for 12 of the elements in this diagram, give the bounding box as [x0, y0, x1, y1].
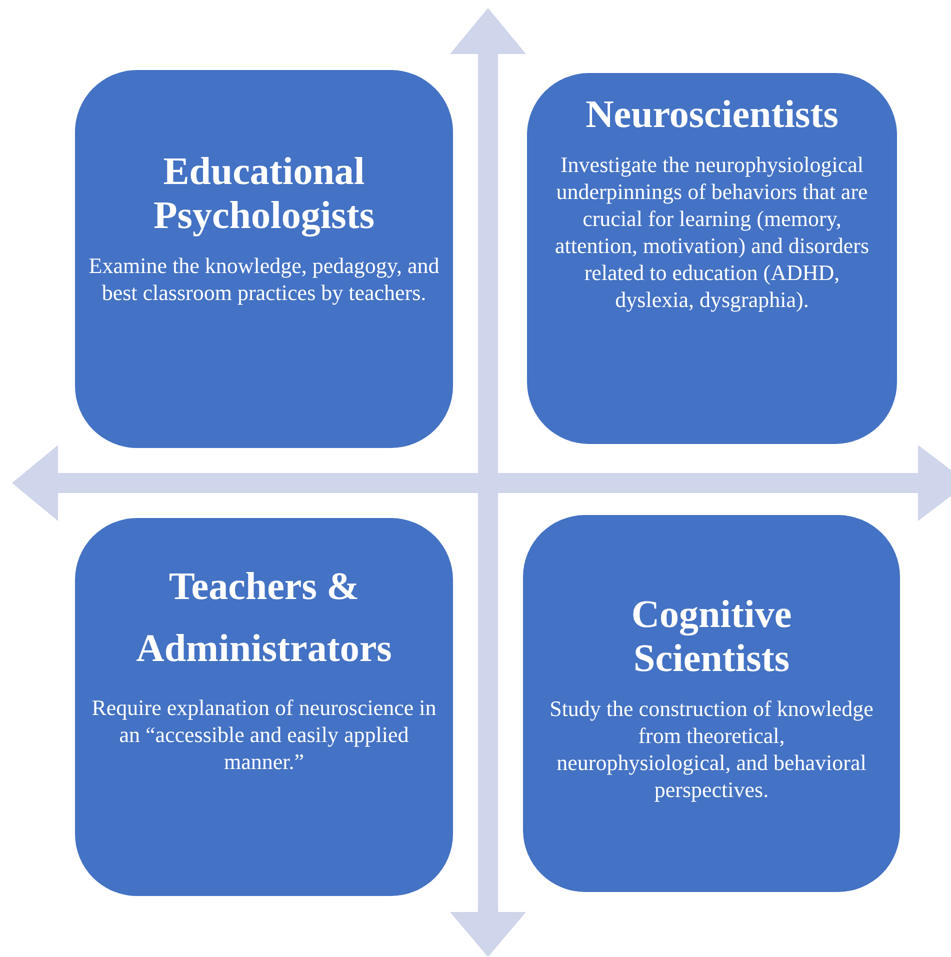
rounded-box [523, 515, 900, 892]
box-description: Investigate the neurophysiological underpinnings of behaviors that are crucial for learning (memory, attention, motivation) and disorders related to education (ADHD, dyslexia, dysgraphia). [554, 151, 870, 313]
box-title: Teachers & Administrators [136, 564, 392, 672]
box-title: Educational Psychologists [152, 150, 376, 238]
box-description: Require explanation of neuroscience in an “accessible and easily applied manner.” [90, 694, 438, 775]
rounded-box [75, 518, 453, 896]
box-description: Examine the knowledge, pedagogy, and best classroom practices by teachers. [88, 252, 440, 306]
rounded-box [75, 70, 453, 448]
box-title: Cognitive Scientists [630, 593, 793, 681]
box-description: Study the construction of knowledge from theoretical, neurophysiological, and behavioral perspectives. [549, 695, 874, 803]
rounded-box [527, 73, 897, 444]
box-title: Neuroscientists [586, 93, 838, 137]
